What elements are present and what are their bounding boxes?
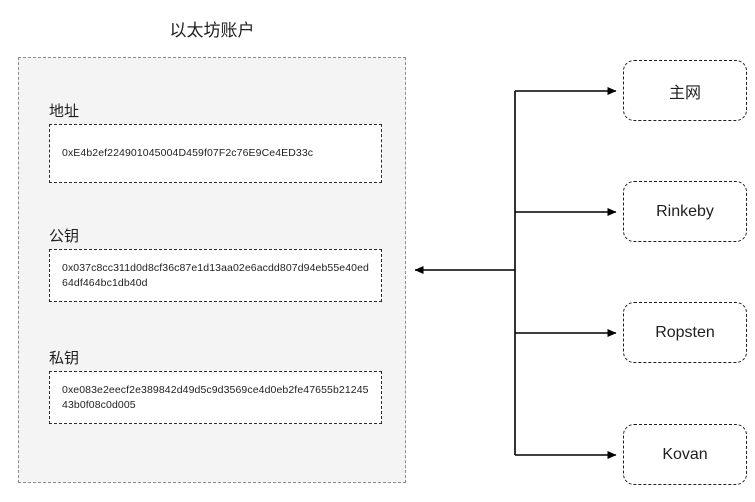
address-value: 0xE4b2ef224901045004D459f07F2c76E9Ce4ED3… [62,147,314,159]
ethereum-account-panel: 地址 0xE4b2ef224901045004D459f07F2c76E9Ce4… [18,57,406,483]
address-field-box: 0xE4b2ef224901045004D459f07F2c76E9Ce4ED3… [49,124,382,183]
address-label: 地址 [49,103,80,120]
private-key-value: 0xe083e2eecf2e389842d49d5c9d3569ce4d0eb2… [62,383,369,411]
network-node-rinkeby[interactable]: Rinkeby [623,181,747,242]
private-key-field-box: 0xe083e2eecf2e389842d49d5c9d3569ce4d0eb2… [49,371,382,424]
page-title: 以太坊账户 [169,21,255,40]
network-node-kovan[interactable]: Kovan [623,424,747,485]
public-key-field-box: 0x037c8cc311d0d8cf36c87e1d13aa02e6acdd80… [49,249,382,302]
network-node-mainnet[interactable]: 主网 [623,60,747,121]
network-node-ropsten[interactable]: Ropsten [623,302,747,363]
private-key-label: 私钥 [49,350,80,367]
public-key-value: 0x037c8cc311d0d8cf36c87e1d13aa02e6acdd80… [62,261,369,289]
public-key-label: 公钥 [49,228,80,245]
